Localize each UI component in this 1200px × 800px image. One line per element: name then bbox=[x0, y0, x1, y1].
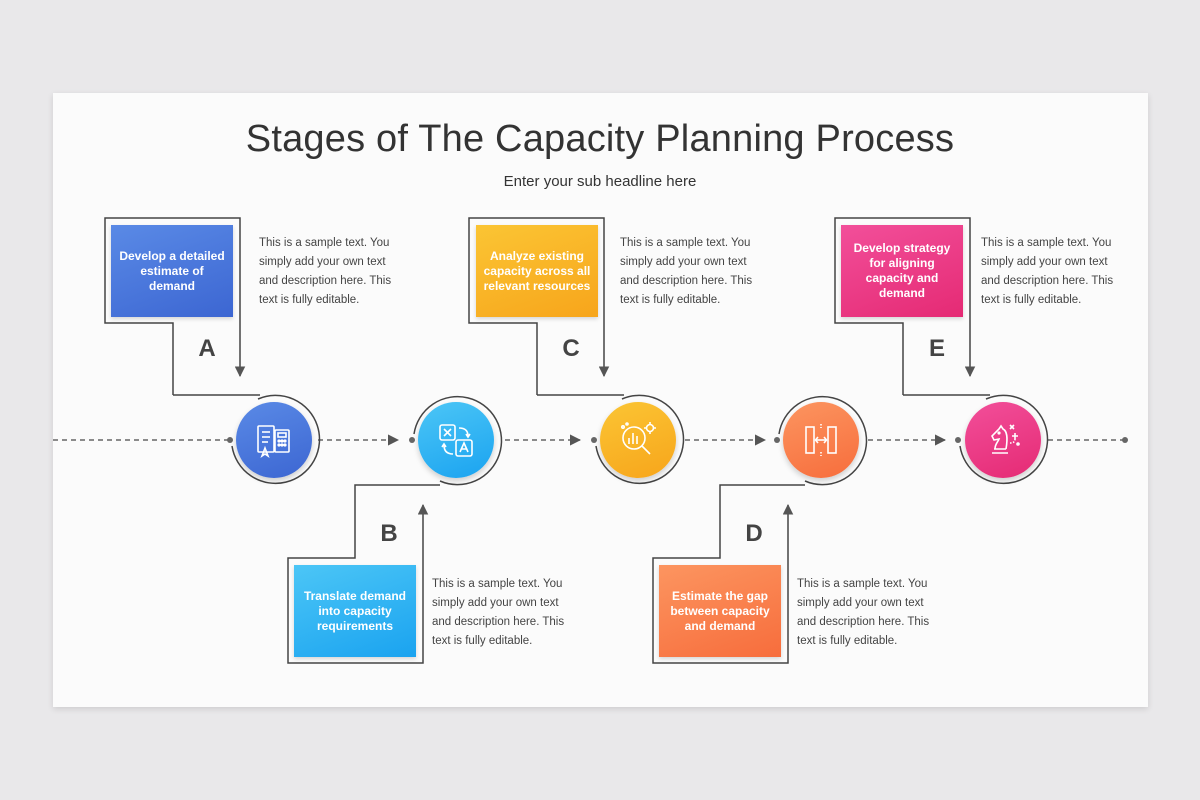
stage-b-description: This is a sample text. You simply add yo… bbox=[432, 578, 565, 647]
translate-icon bbox=[439, 424, 473, 457]
stage-b-label: Translate demand into capacity requireme… bbox=[303, 588, 407, 633]
stage-d-circle bbox=[783, 402, 859, 478]
analysis-magnifier-icon bbox=[621, 422, 656, 455]
stage-b-letter: B bbox=[380, 520, 398, 547]
stage-c-box: Analyze existing capacity across all rel… bbox=[476, 225, 598, 317]
stage-a-description: This is a sample text. You simply add yo… bbox=[259, 237, 392, 306]
stage-e-circle bbox=[965, 402, 1041, 478]
stage-b-box: Translate demand into capacity requireme… bbox=[294, 565, 416, 657]
page-title: Stages of The Capacity Planning Process bbox=[245, 118, 955, 160]
stage-c-circle bbox=[600, 402, 676, 478]
stage-b-circle bbox=[418, 402, 494, 478]
stage-e-description: This is a sample text. You simply add yo… bbox=[981, 237, 1114, 306]
stage-e-letter: E bbox=[928, 335, 945, 362]
calculator-document-icon bbox=[257, 425, 290, 459]
gap-arrows-icon bbox=[805, 424, 837, 456]
stage-c-label: Analyze existing capacity across all rel… bbox=[483, 248, 591, 293]
stage-a-letter: A bbox=[198, 335, 216, 362]
stage-c-description: This is a sample text. You simply add yo… bbox=[620, 237, 753, 306]
stage-a-circle bbox=[236, 402, 312, 478]
stage-e-box: Develop strategy for aligning capacity a… bbox=[841, 225, 963, 317]
chess-strategy-icon bbox=[991, 424, 1020, 454]
stage-a-box: Develop a detailed estimate of demand bbox=[111, 225, 233, 317]
stage-d-label: Estimate the gap between capacity and de… bbox=[670, 588, 770, 633]
page-subtitle: Enter your sub headline here bbox=[503, 173, 697, 190]
stage-d-box: Estimate the gap between capacity and de… bbox=[659, 565, 781, 657]
slide-canvas bbox=[53, 93, 1148, 707]
stage-a-label: Develop a detailed estimate of demand bbox=[119, 248, 225, 293]
stage-c-letter: C bbox=[562, 335, 580, 362]
stage-d-letter: D bbox=[745, 520, 763, 547]
stage-e-label: Develop strategy for aligning capacity a… bbox=[853, 241, 951, 300]
stage-d-description: This is a sample text. You simply add yo… bbox=[797, 578, 930, 647]
